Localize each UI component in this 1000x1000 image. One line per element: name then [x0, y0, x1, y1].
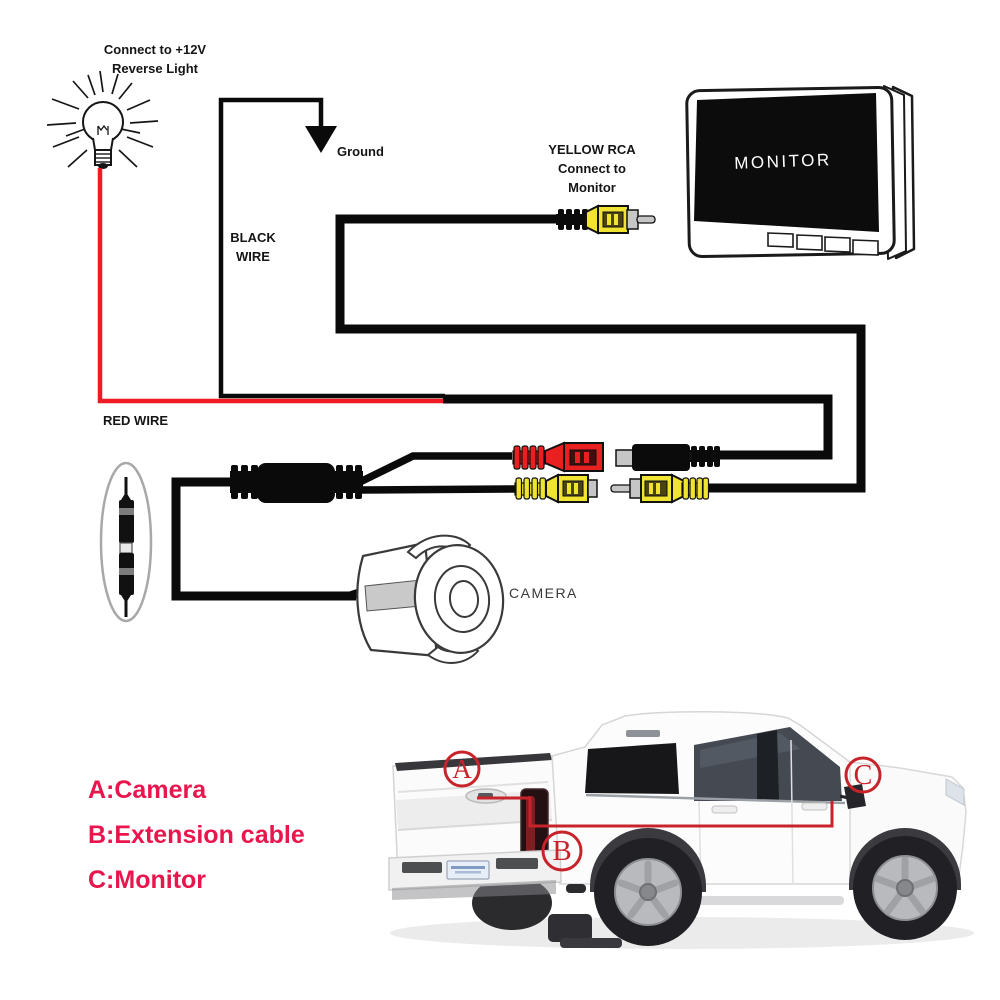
- marker-circle-c: [844, 756, 882, 794]
- rca-plug-yellow-monitor: [556, 204, 656, 235]
- rca-jack-red: [512, 441, 604, 473]
- marker-circle-a: [443, 750, 481, 788]
- fuse-detail-oval: [99, 461, 153, 623]
- harness-branch-upper: [358, 452, 512, 486]
- power-plug-black: [615, 444, 720, 471]
- harness-branch-lower: [359, 485, 516, 494]
- camera-harness-cable: [171, 477, 356, 601]
- reverse-light-label: Connect to +12V Reverse Light: [103, 42, 207, 76]
- truck-annotations: [443, 750, 882, 872]
- rca-plug-yellow: [610, 473, 710, 504]
- red-wire: [97, 168, 445, 404]
- rca-jack-yellow: [514, 473, 598, 504]
- yellow-rca-label: YELLOW RCA Connect to Monitor: [548, 142, 636, 195]
- legend-camera: A:Camera: [88, 776, 207, 804]
- marker-a-letter: A: [452, 754, 472, 784]
- camera-label: CAMERA: [509, 585, 578, 601]
- black-wire-label: BLACK WIRE: [230, 230, 276, 264]
- marker-b-letter: B: [552, 835, 572, 867]
- inline-fuse: [230, 463, 363, 503]
- legend-extension-cable: B:Extension cable: [88, 821, 305, 849]
- video-extension-cable: [335, 214, 866, 493]
- reverse-light-bulb-icon: [46, 70, 159, 169]
- ground-wire: [218, 97, 445, 399]
- marker-circle-b: [541, 830, 583, 872]
- monitor-illustration: [685, 85, 916, 260]
- marker-c-letter: C: [853, 760, 873, 791]
- truck-photo: [388, 710, 974, 949]
- ground-arrow-icon: [305, 126, 337, 153]
- power-cable: [443, 394, 833, 460]
- ground-label: Ground: [337, 144, 384, 159]
- camera-illustration: [348, 534, 505, 664]
- legend-monitor: C:Monitor: [88, 866, 207, 894]
- red-wire-label: RED WIRE: [103, 413, 168, 428]
- marker-line: [477, 796, 834, 828]
